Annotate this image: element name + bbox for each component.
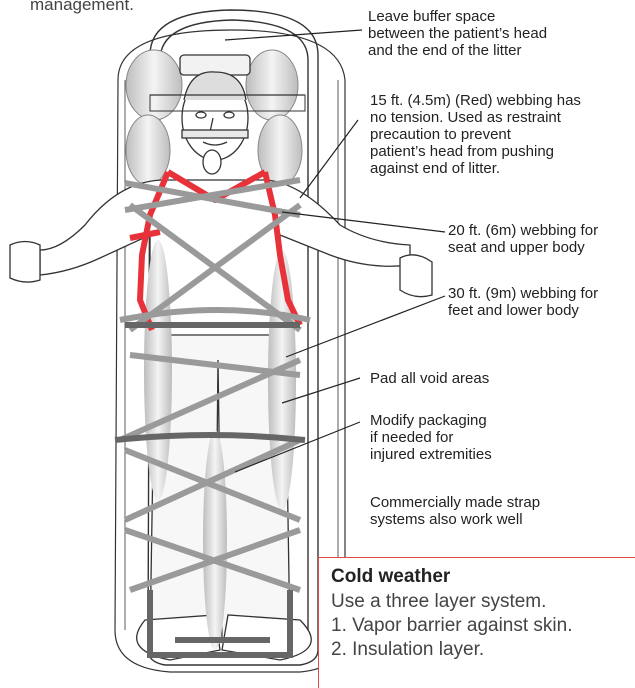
- callout-line: if needed for: [370, 429, 492, 446]
- callout-line: 30 ft. (9m) webbing for: [448, 285, 598, 302]
- callout-line: injured extremities: [370, 446, 492, 463]
- callout-line: patient’s head from pushing: [370, 143, 581, 160]
- callout-line: and the end of the litter: [368, 42, 547, 59]
- callout-line: systems also work well: [370, 511, 540, 528]
- patient-head: [180, 55, 250, 174]
- top-text-fragment: management.: [30, 0, 134, 13]
- cold-weather-line: 2. Insulation layer.: [331, 638, 573, 662]
- callout-line: against end of litter.: [370, 160, 581, 177]
- callout-line: Commercially made strap: [370, 494, 540, 511]
- cold-weather-list: Use a three layer system. 1. Vapor barri…: [331, 590, 573, 662]
- callout-line: Modify packaging: [370, 412, 492, 429]
- callout-line: between the patient’s head: [368, 25, 547, 42]
- cold-weather-title: Cold weather: [331, 566, 450, 588]
- callout-line: 15 ft. (4.5m) (Red) webbing has: [370, 92, 581, 109]
- callout-line: feet and lower body: [448, 302, 598, 319]
- callout-lower-webbing: 30 ft. (9m) webbing for feet and lower b…: [448, 285, 598, 319]
- callout-line: seat and upper body: [448, 239, 598, 256]
- callout-line: Leave buffer space: [368, 8, 547, 25]
- callout-modify-packaging: Modify packaging if needed for injured e…: [370, 412, 492, 463]
- callout-line: Pad all void areas: [370, 370, 489, 387]
- callout-red-webbing: 15 ft. (4.5m) (Red) webbing has no tensi…: [370, 92, 581, 177]
- cold-weather-line: Use a three layer system.: [331, 590, 573, 614]
- cold-weather-line: 1. Vapor barrier against skin.: [331, 614, 573, 638]
- callout-line: 20 ft. (6m) webbing for: [448, 222, 598, 239]
- callout-pad-voids: Pad all void areas: [370, 370, 489, 387]
- cold-weather-box: Cold weather Use a three layer system. 1…: [318, 557, 635, 688]
- callout-buffer-space: Leave buffer space between the patient’s…: [368, 8, 547, 59]
- callout-strap-systems: Commercially made strap systems also wor…: [370, 494, 540, 528]
- callout-line: no tension. Used as restraint: [370, 109, 581, 126]
- callout-line: precaution to prevent: [370, 126, 581, 143]
- callout-upper-webbing: 20 ft. (6m) webbing for seat and upper b…: [448, 222, 598, 256]
